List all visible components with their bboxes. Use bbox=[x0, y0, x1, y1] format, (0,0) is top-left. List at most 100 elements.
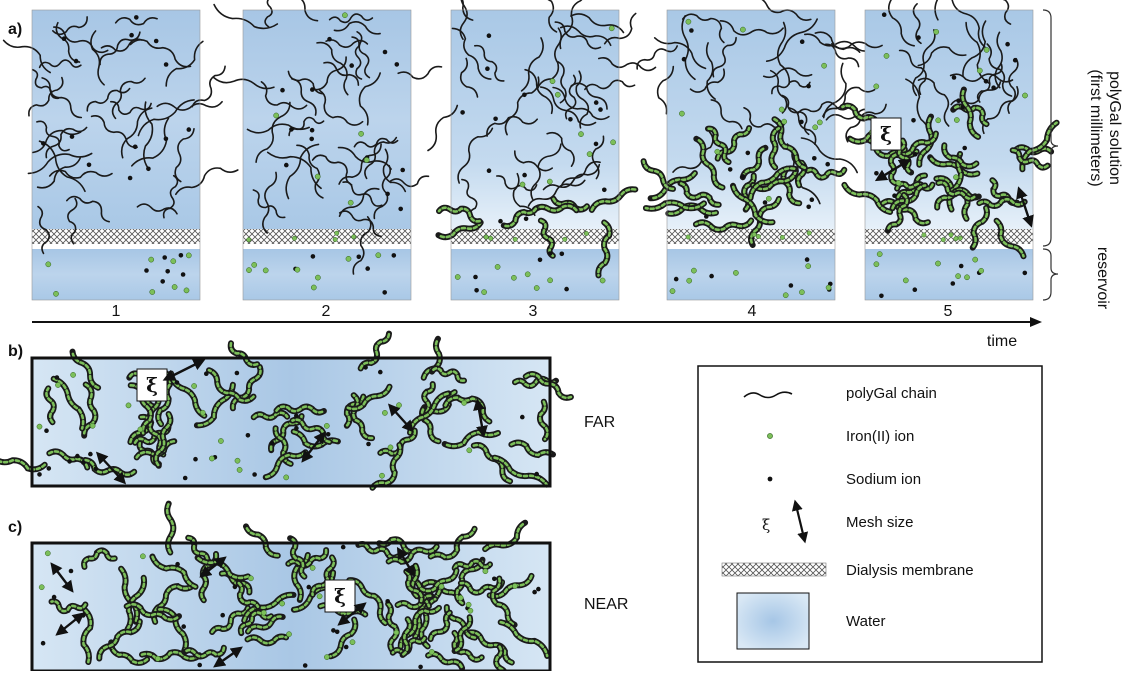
gel-crosslinked-chain bbox=[500, 205, 539, 230]
sodium-ion bbox=[804, 257, 810, 262]
sodium-ion bbox=[356, 254, 362, 260]
stage-label-5: 5 bbox=[944, 303, 953, 320]
free-chain bbox=[976, 63, 1003, 103]
iron-ion bbox=[883, 53, 890, 59]
near-crosslinked-chain bbox=[245, 613, 286, 635]
free-chain bbox=[165, 40, 204, 87]
near-crosslinked-chain bbox=[346, 577, 389, 627]
iron-ion bbox=[876, 251, 883, 257]
free-chain bbox=[474, 44, 505, 82]
iron-ion bbox=[358, 130, 364, 137]
near-crosslinked-chain bbox=[237, 609, 275, 637]
near-crosslinked-chain bbox=[96, 618, 143, 662]
panel-a-label: a) bbox=[8, 21, 22, 38]
free-chain bbox=[542, 163, 601, 191]
sodium-ion bbox=[382, 290, 388, 295]
solution-side-label-2: (first millimeters) bbox=[1087, 69, 1104, 186]
iron-ion bbox=[379, 472, 385, 479]
iron-ion bbox=[873, 261, 880, 268]
iron-ion bbox=[363, 157, 370, 163]
iron-ion bbox=[494, 264, 501, 270]
free-chain bbox=[681, 13, 725, 44]
gel-crosslinked-chain bbox=[880, 198, 931, 227]
iron-ion bbox=[955, 273, 961, 279]
gel-crosslinked-chain bbox=[642, 199, 707, 212]
column-frame bbox=[666, 9, 836, 301]
mesh-size-arrow-icon bbox=[473, 398, 488, 438]
sodium-ion bbox=[61, 36, 67, 41]
iron-ion bbox=[483, 234, 489, 240]
sodium-ion bbox=[245, 433, 251, 438]
reservoir-region bbox=[667, 249, 835, 300]
near-crosslinked-chain bbox=[118, 565, 141, 625]
sodium-ion bbox=[799, 39, 805, 44]
iron-ion bbox=[799, 289, 805, 296]
sodium-ion bbox=[492, 576, 497, 582]
free-chain bbox=[598, 56, 657, 72]
iron-ion bbox=[686, 277, 693, 284]
reservoir-region bbox=[451, 249, 619, 300]
stage-column-5: ξ bbox=[822, 0, 1060, 301]
dialysis-membrane bbox=[32, 229, 200, 244]
sodium-ion bbox=[294, 413, 299, 419]
free-chain bbox=[114, 17, 158, 26]
sodium-ion bbox=[160, 279, 165, 284]
sodium-ion bbox=[523, 216, 529, 222]
sodium-ion bbox=[485, 66, 490, 71]
sodium-ion bbox=[165, 269, 170, 274]
sodium-ion bbox=[153, 38, 159, 44]
sodium-ion bbox=[93, 466, 99, 472]
sodium-ion bbox=[559, 251, 565, 257]
sodium-ion bbox=[366, 441, 371, 447]
mesh-size-arrow-icon bbox=[162, 359, 206, 381]
iron-ion bbox=[314, 173, 321, 180]
sodium-ion bbox=[306, 584, 312, 590]
sodium-ion bbox=[269, 440, 275, 446]
free-chain bbox=[822, 86, 876, 118]
sodium-ion bbox=[602, 187, 607, 193]
iron-ion bbox=[36, 423, 43, 430]
iron-ion bbox=[209, 455, 215, 462]
sodium-ion bbox=[762, 200, 768, 205]
iron-ion bbox=[236, 467, 243, 473]
far-crosslinked-chain bbox=[419, 404, 442, 445]
sodium-ion bbox=[991, 85, 996, 90]
gel-crosslinked-chain bbox=[436, 204, 483, 225]
free-chain bbox=[264, 0, 273, 28]
iron-ion bbox=[438, 583, 445, 590]
sodium-ion bbox=[1022, 270, 1028, 276]
sodium-ion bbox=[799, 119, 804, 125]
stage-label-3: 3 bbox=[529, 303, 538, 320]
sodium-ion bbox=[51, 594, 57, 600]
iron-ion bbox=[393, 629, 400, 636]
gel-crosslinked-chain bbox=[749, 168, 799, 193]
sodium-ion bbox=[252, 472, 257, 477]
iron-ion bbox=[45, 261, 52, 268]
column-frame bbox=[31, 9, 201, 301]
near-crosslinked-chain bbox=[123, 601, 182, 623]
solution-region bbox=[243, 10, 411, 229]
free-chain bbox=[31, 68, 60, 100]
reservoir-region bbox=[865, 249, 1033, 300]
iron-ion bbox=[461, 400, 467, 406]
iron-ion bbox=[279, 600, 285, 607]
free-chain bbox=[689, 68, 726, 93]
free-chain bbox=[513, 150, 553, 172]
dialysis-membrane bbox=[451, 229, 619, 244]
free-chain bbox=[316, 41, 349, 96]
free-chain bbox=[291, 78, 317, 116]
free-chain bbox=[136, 203, 178, 215]
near-crosslinked-chain bbox=[451, 629, 485, 663]
sodium-ion bbox=[788, 283, 794, 288]
gel-crosslinked-chain bbox=[647, 170, 698, 202]
iron-ion bbox=[349, 639, 356, 646]
stage-columns: ξ bbox=[2, 0, 1060, 301]
free-chain bbox=[338, 187, 380, 217]
sodium-ion bbox=[536, 586, 541, 592]
near-crosslinked-chain bbox=[327, 616, 359, 660]
stage-column-2 bbox=[213, 0, 443, 301]
free-chain bbox=[486, 115, 538, 137]
gel-crosslinked-chain bbox=[804, 166, 848, 181]
free-chain bbox=[888, 0, 915, 47]
near-crosslinked-chain bbox=[453, 556, 486, 607]
